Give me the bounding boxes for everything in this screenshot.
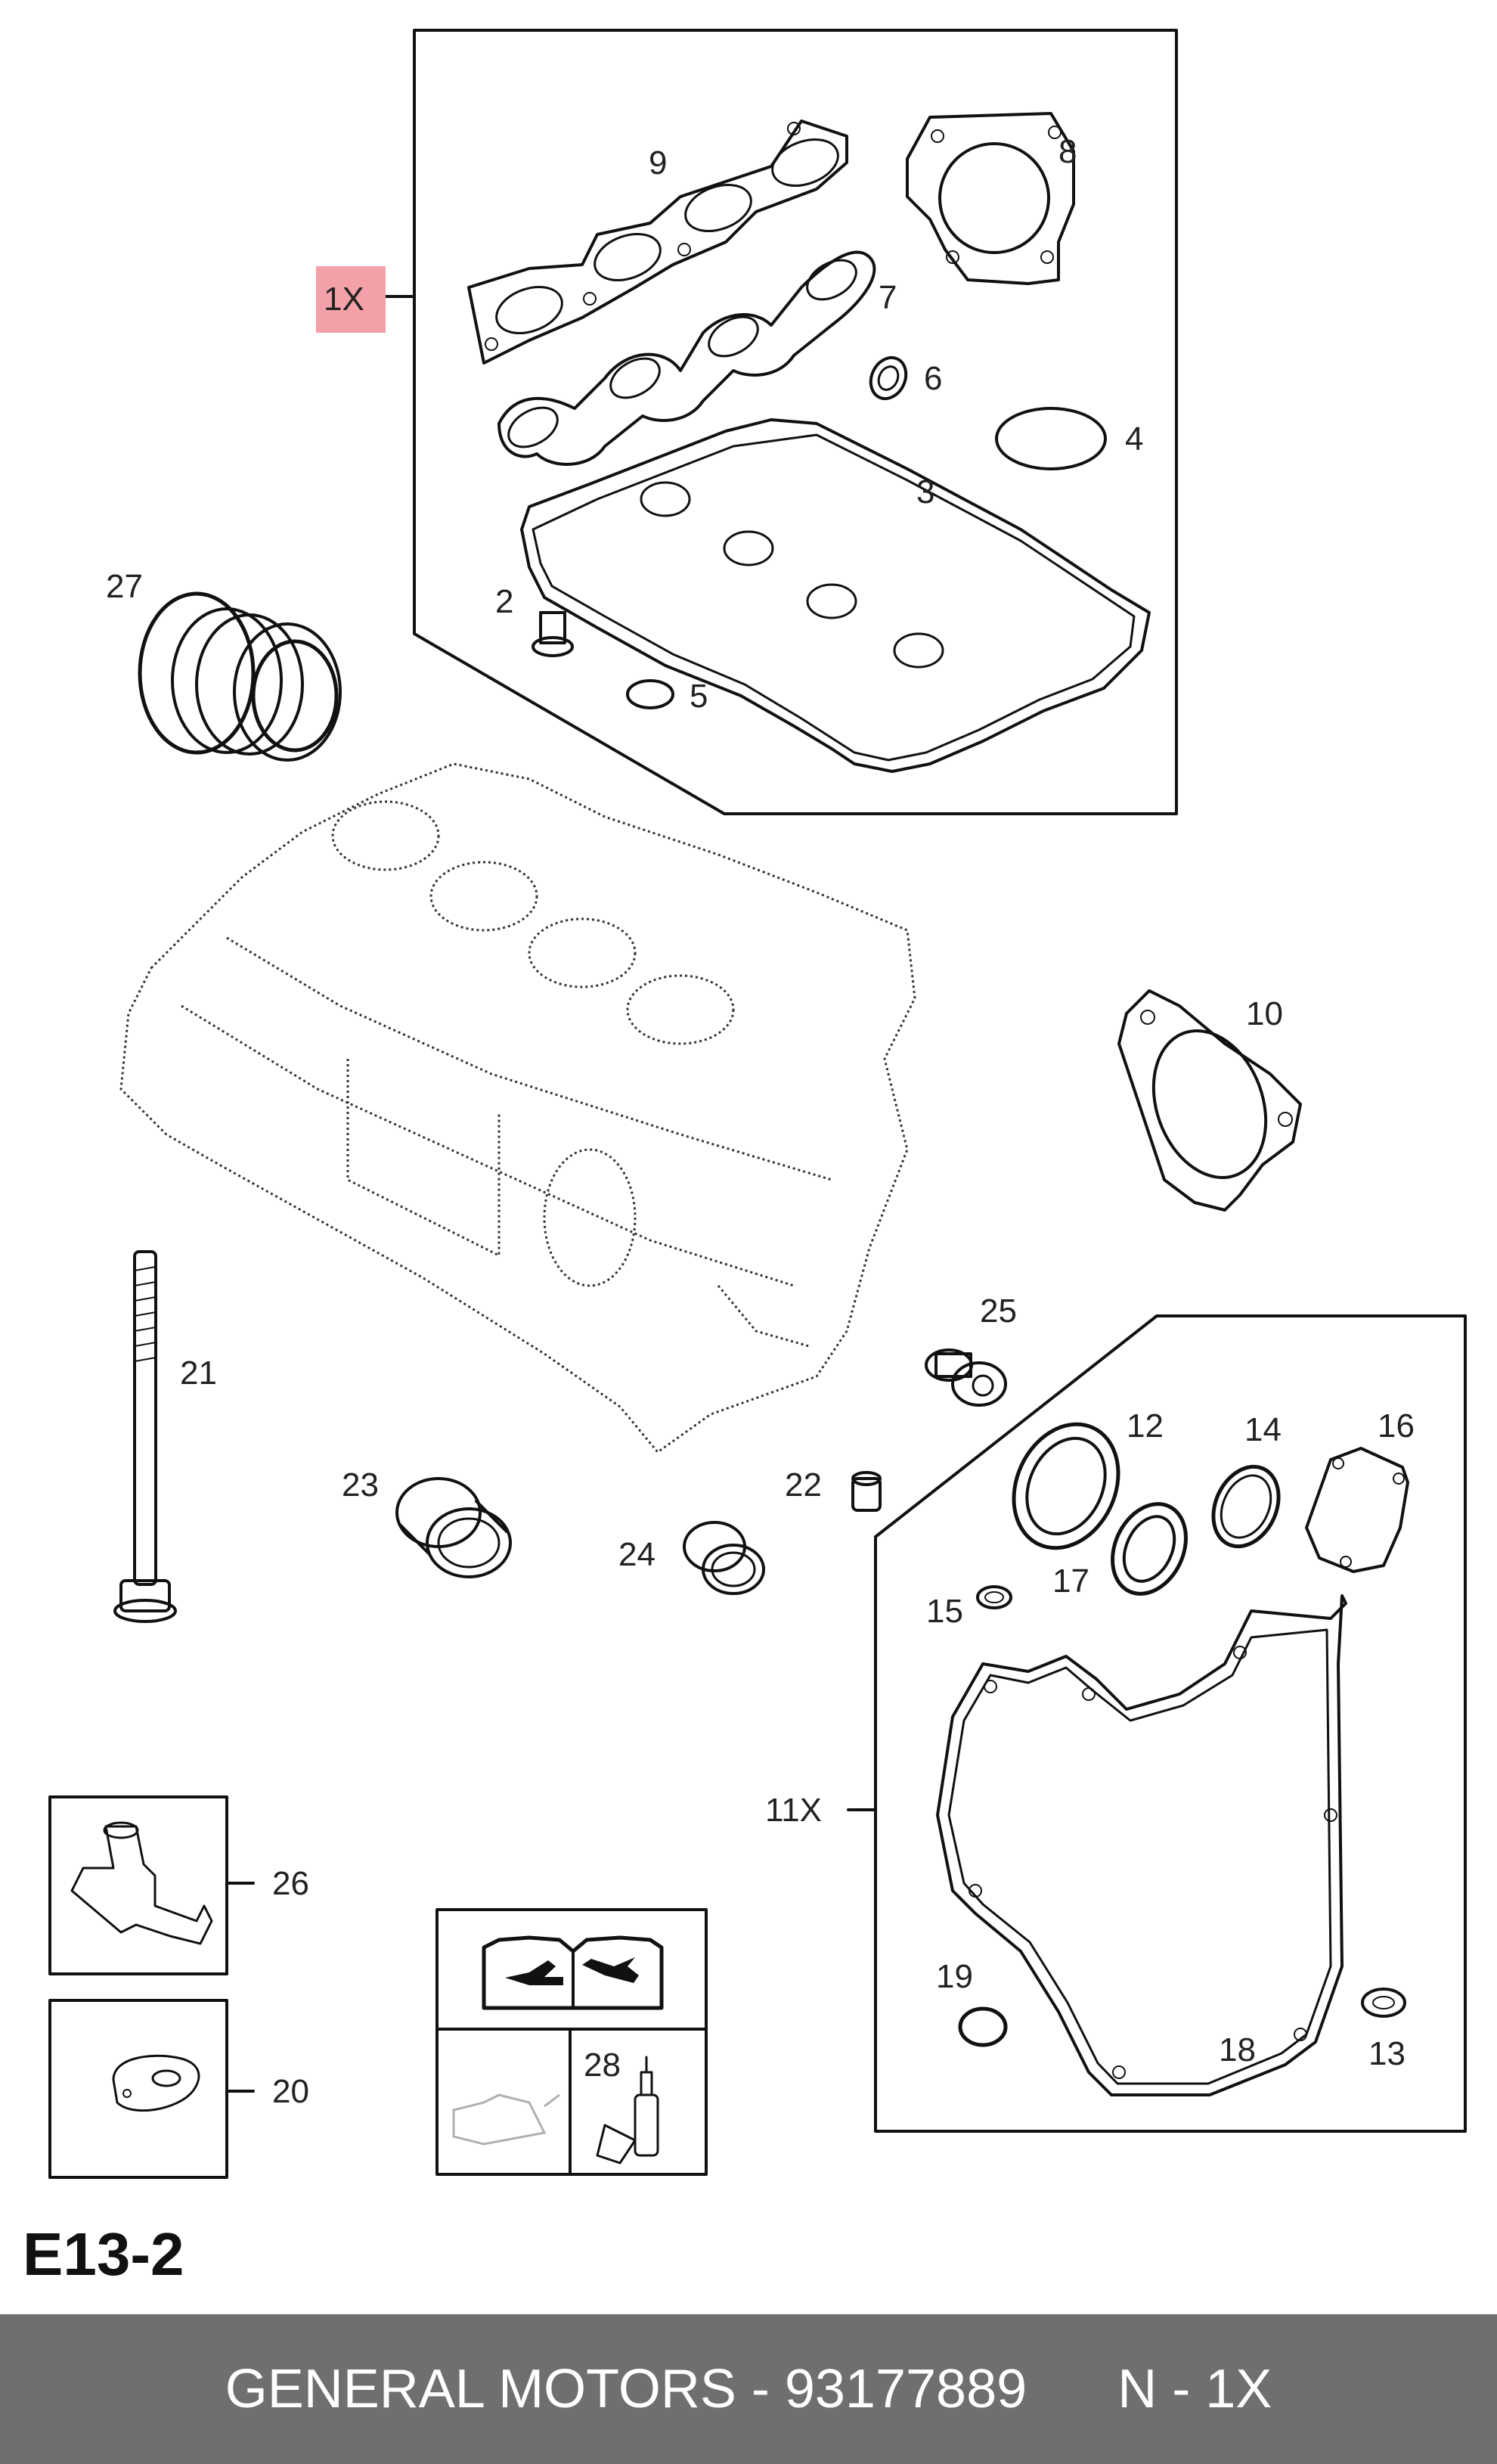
part-18-cover-gasket[interactable]: [936, 1594, 1347, 2096]
part-17-seal[interactable]: [1099, 1492, 1200, 1606]
footer-brand-part-number: GENERAL MOTORS - 93177889: [225, 2359, 1027, 2419]
part-8-throttle-gasket[interactable]: [906, 112, 1075, 285]
label-23: 23: [342, 1466, 379, 1504]
part-22-dowel[interactable]: [851, 1471, 882, 1512]
part-27-plug[interactable]: [138, 591, 342, 762]
manual-book-icon: [482, 1935, 664, 2010]
label-10: 10: [1246, 995, 1283, 1032]
part-7-intake-gasket[interactable]: [497, 250, 876, 466]
gasket-kit-box-11x: [847, 1314, 1467, 2133]
label-25: 25: [980, 1293, 1017, 1330]
label-1x[interactable]: 1X: [324, 281, 364, 318]
footer-bar: GENERAL MOTORS - 93177889 N - 1X: [0, 2314, 1497, 2464]
part-14-ring[interactable]: [1201, 1456, 1291, 1557]
part-26-box[interactable]: [48, 1795, 255, 1975]
label-7: 7: [879, 279, 897, 316]
label-2: 2: [495, 583, 513, 620]
part-15-ring[interactable]: [976, 1585, 1012, 1609]
part-20-box[interactable]: [48, 1999, 255, 2179]
label-26: 26: [272, 1865, 309, 1902]
part-24-sleeve[interactable]: [683, 1521, 765, 1595]
label-8: 8: [1058, 133, 1077, 170]
part-2-bolt[interactable]: [532, 611, 574, 657]
label-6: 6: [924, 360, 942, 397]
footer-quantity: N - 1X: [1117, 2359, 1272, 2419]
label-27: 27: [106, 568, 143, 605]
label-14: 14: [1244, 1411, 1282, 1448]
label-24: 24: [618, 1536, 656, 1573]
part-16-gasket[interactable]: [1305, 1447, 1409, 1573]
part-21-bolt[interactable]: [113, 1250, 177, 1623]
label-12: 12: [1127, 1407, 1164, 1445]
part-6-seal[interactable]: [864, 352, 913, 404]
part-25-plug[interactable]: [925, 1348, 1007, 1407]
label-28: 28: [584, 2047, 621, 2084]
label-17: 17: [1052, 1562, 1089, 1600]
part-9-manifold-gasket[interactable]: [467, 119, 848, 365]
label-3: 3: [916, 473, 934, 510]
part-3-valve-cover-gasket[interactable]: [520, 418, 1151, 773]
part-1x-highlight[interactable]: [316, 266, 386, 333]
label-11x[interactable]: 11X: [765, 1792, 822, 1829]
part-23-sleeve[interactable]: [395, 1477, 512, 1578]
label-21: 21: [180, 1355, 217, 1392]
label-18: 18: [1219, 2031, 1256, 2068]
part-10-gasket[interactable]: [1117, 989, 1302, 1212]
label-9: 9: [649, 144, 667, 182]
engine-block-reference: [119, 762, 916, 1454]
label-20: 20: [272, 2073, 309, 2110]
label-16: 16: [1378, 1407, 1415, 1445]
label-22: 22: [785, 1466, 822, 1504]
legend-box: [435, 1908, 708, 2176]
part-28-sealant-tube[interactable]: [596, 2056, 659, 2165]
label-13: 13: [1368, 2035, 1406, 2072]
label-15: 15: [926, 1593, 963, 1630]
part-12-seal[interactable]: [994, 1407, 1138, 1565]
label-19: 19: [936, 1958, 973, 1995]
gasket-kit-box-1x: 1X: [316, 29, 1178, 815]
label-5: 5: [690, 678, 708, 715]
part-4-o-ring[interactable]: [995, 407, 1107, 470]
footer-spacer: [1027, 2358, 1117, 2420]
part-19-ring[interactable]: [958, 2006, 1008, 2047]
label-4: 4: [1125, 420, 1143, 458]
part-13-ring[interactable]: [1361, 1988, 1406, 2018]
part-5-ring[interactable]: [626, 679, 674, 709]
diagram-code: E13-2: [23, 2220, 184, 2288]
oil-can-icon: [452, 2093, 560, 2146]
